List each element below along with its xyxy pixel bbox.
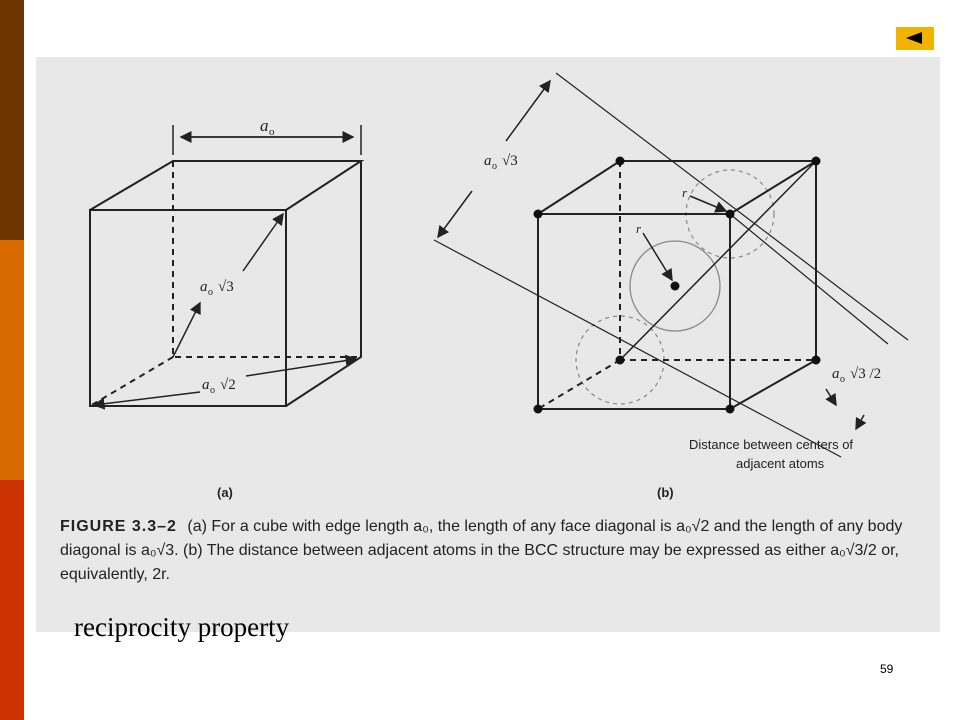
panel-label-b: (b) <box>657 485 674 500</box>
face-diag-label-a: a <box>202 377 210 393</box>
atoms <box>533 156 821 414</box>
edge-dimension-a <box>172 125 362 155</box>
half-diag-root-b: √3 /2 <box>850 366 881 382</box>
page-number: 59 <box>880 662 894 676</box>
slide-title: reciprocity property <box>74 612 290 642</box>
half-diag-label-b: a <box>832 366 840 382</box>
left-triangle-icon <box>906 32 922 44</box>
body-diag-root-a: √3 <box>218 279 234 295</box>
sidebar-band-bottom <box>0 480 24 720</box>
figure-scan: a o a o √3 a o √2 (a) <box>36 57 940 632</box>
face-diag-sub-a: o <box>210 385 215 396</box>
distance-caption-line2: adjacent atoms <box>736 456 825 471</box>
body-diagonal-a <box>172 212 284 358</box>
radius-arrows <box>642 195 728 282</box>
figure-number: FIGURE 3.3–2 <box>60 518 177 535</box>
figure-caption: FIGURE 3.3–2 (a) For a cube with edge le… <box>60 515 930 587</box>
half-diag-sub-b: o <box>840 374 845 385</box>
radius-label-2: r <box>636 221 642 236</box>
face-diagonal-a <box>92 354 358 410</box>
sidebar-band-middle <box>0 240 24 480</box>
body-diag-label-a: a <box>200 279 208 295</box>
figure-caption-text: (a) For a cube with edge length a₀, the … <box>60 518 903 583</box>
body-diag-root-b: √3 <box>502 153 518 169</box>
atom-circle-center <box>629 240 721 332</box>
back-button[interactable] <box>896 27 934 50</box>
body-diag-sub-b: o <box>492 161 497 172</box>
sidebar-band-top <box>0 0 24 240</box>
edge-label-a-sub: o <box>269 126 275 138</box>
cube-diagrams: a o a o √3 a o √2 (a) <box>89 72 909 500</box>
panel-label-a: (a) <box>217 485 233 500</box>
edge-label-a: a <box>260 116 269 135</box>
body-diagonal-dimension-b <box>437 79 551 239</box>
diagonal-guide-lines <box>433 72 909 458</box>
body-diag-sub-a: o <box>208 287 213 298</box>
sidebar-decoration <box>0 0 24 720</box>
face-diag-root-a: √2 <box>220 377 236 393</box>
distance-arrows <box>825 388 867 431</box>
body-diag-label-b: a <box>484 153 492 169</box>
distance-caption-line1: Distance between centers of <box>689 437 853 452</box>
radius-label-1: r <box>682 185 688 200</box>
